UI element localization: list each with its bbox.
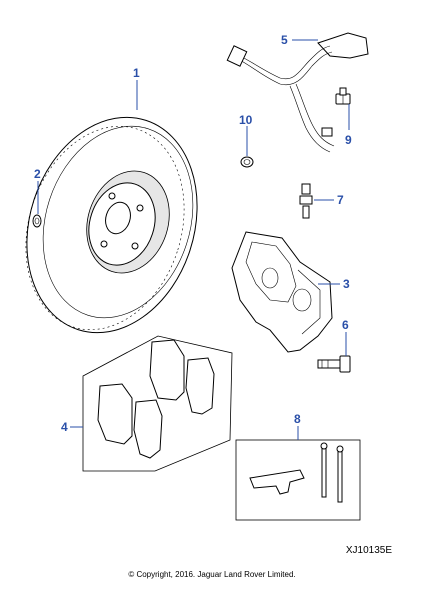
diagram-reference: XJ10135E (345, 545, 392, 556)
bleed-screw (299, 183, 313, 219)
caliper-bolt (317, 355, 351, 373)
callout-5: 5 (281, 33, 288, 47)
pad-retaining-pin-kit (235, 439, 361, 521)
callout-2: 2 (34, 167, 41, 181)
brake-pads-kit (82, 335, 233, 472)
brake-hose (226, 32, 369, 153)
brake-caliper (231, 231, 333, 353)
disc-retaining-screw (32, 214, 42, 228)
callout-10: 10 (239, 113, 253, 127)
sealing-washer (240, 156, 254, 168)
callout-1: 1 (133, 66, 140, 80)
callout-6: 6 (342, 318, 349, 332)
callout-4: 4 (61, 420, 68, 434)
brake-disc (25, 116, 198, 334)
callout-3: 3 (343, 277, 350, 291)
copyright-notice: © Copyright, 2016. Jaguar Land Rover Lim… (128, 570, 296, 579)
callout-9: 9 (345, 133, 352, 147)
callout-7: 7 (337, 193, 344, 207)
callout-8: 8 (294, 412, 301, 426)
hose-bracket-bolt (335, 87, 351, 105)
